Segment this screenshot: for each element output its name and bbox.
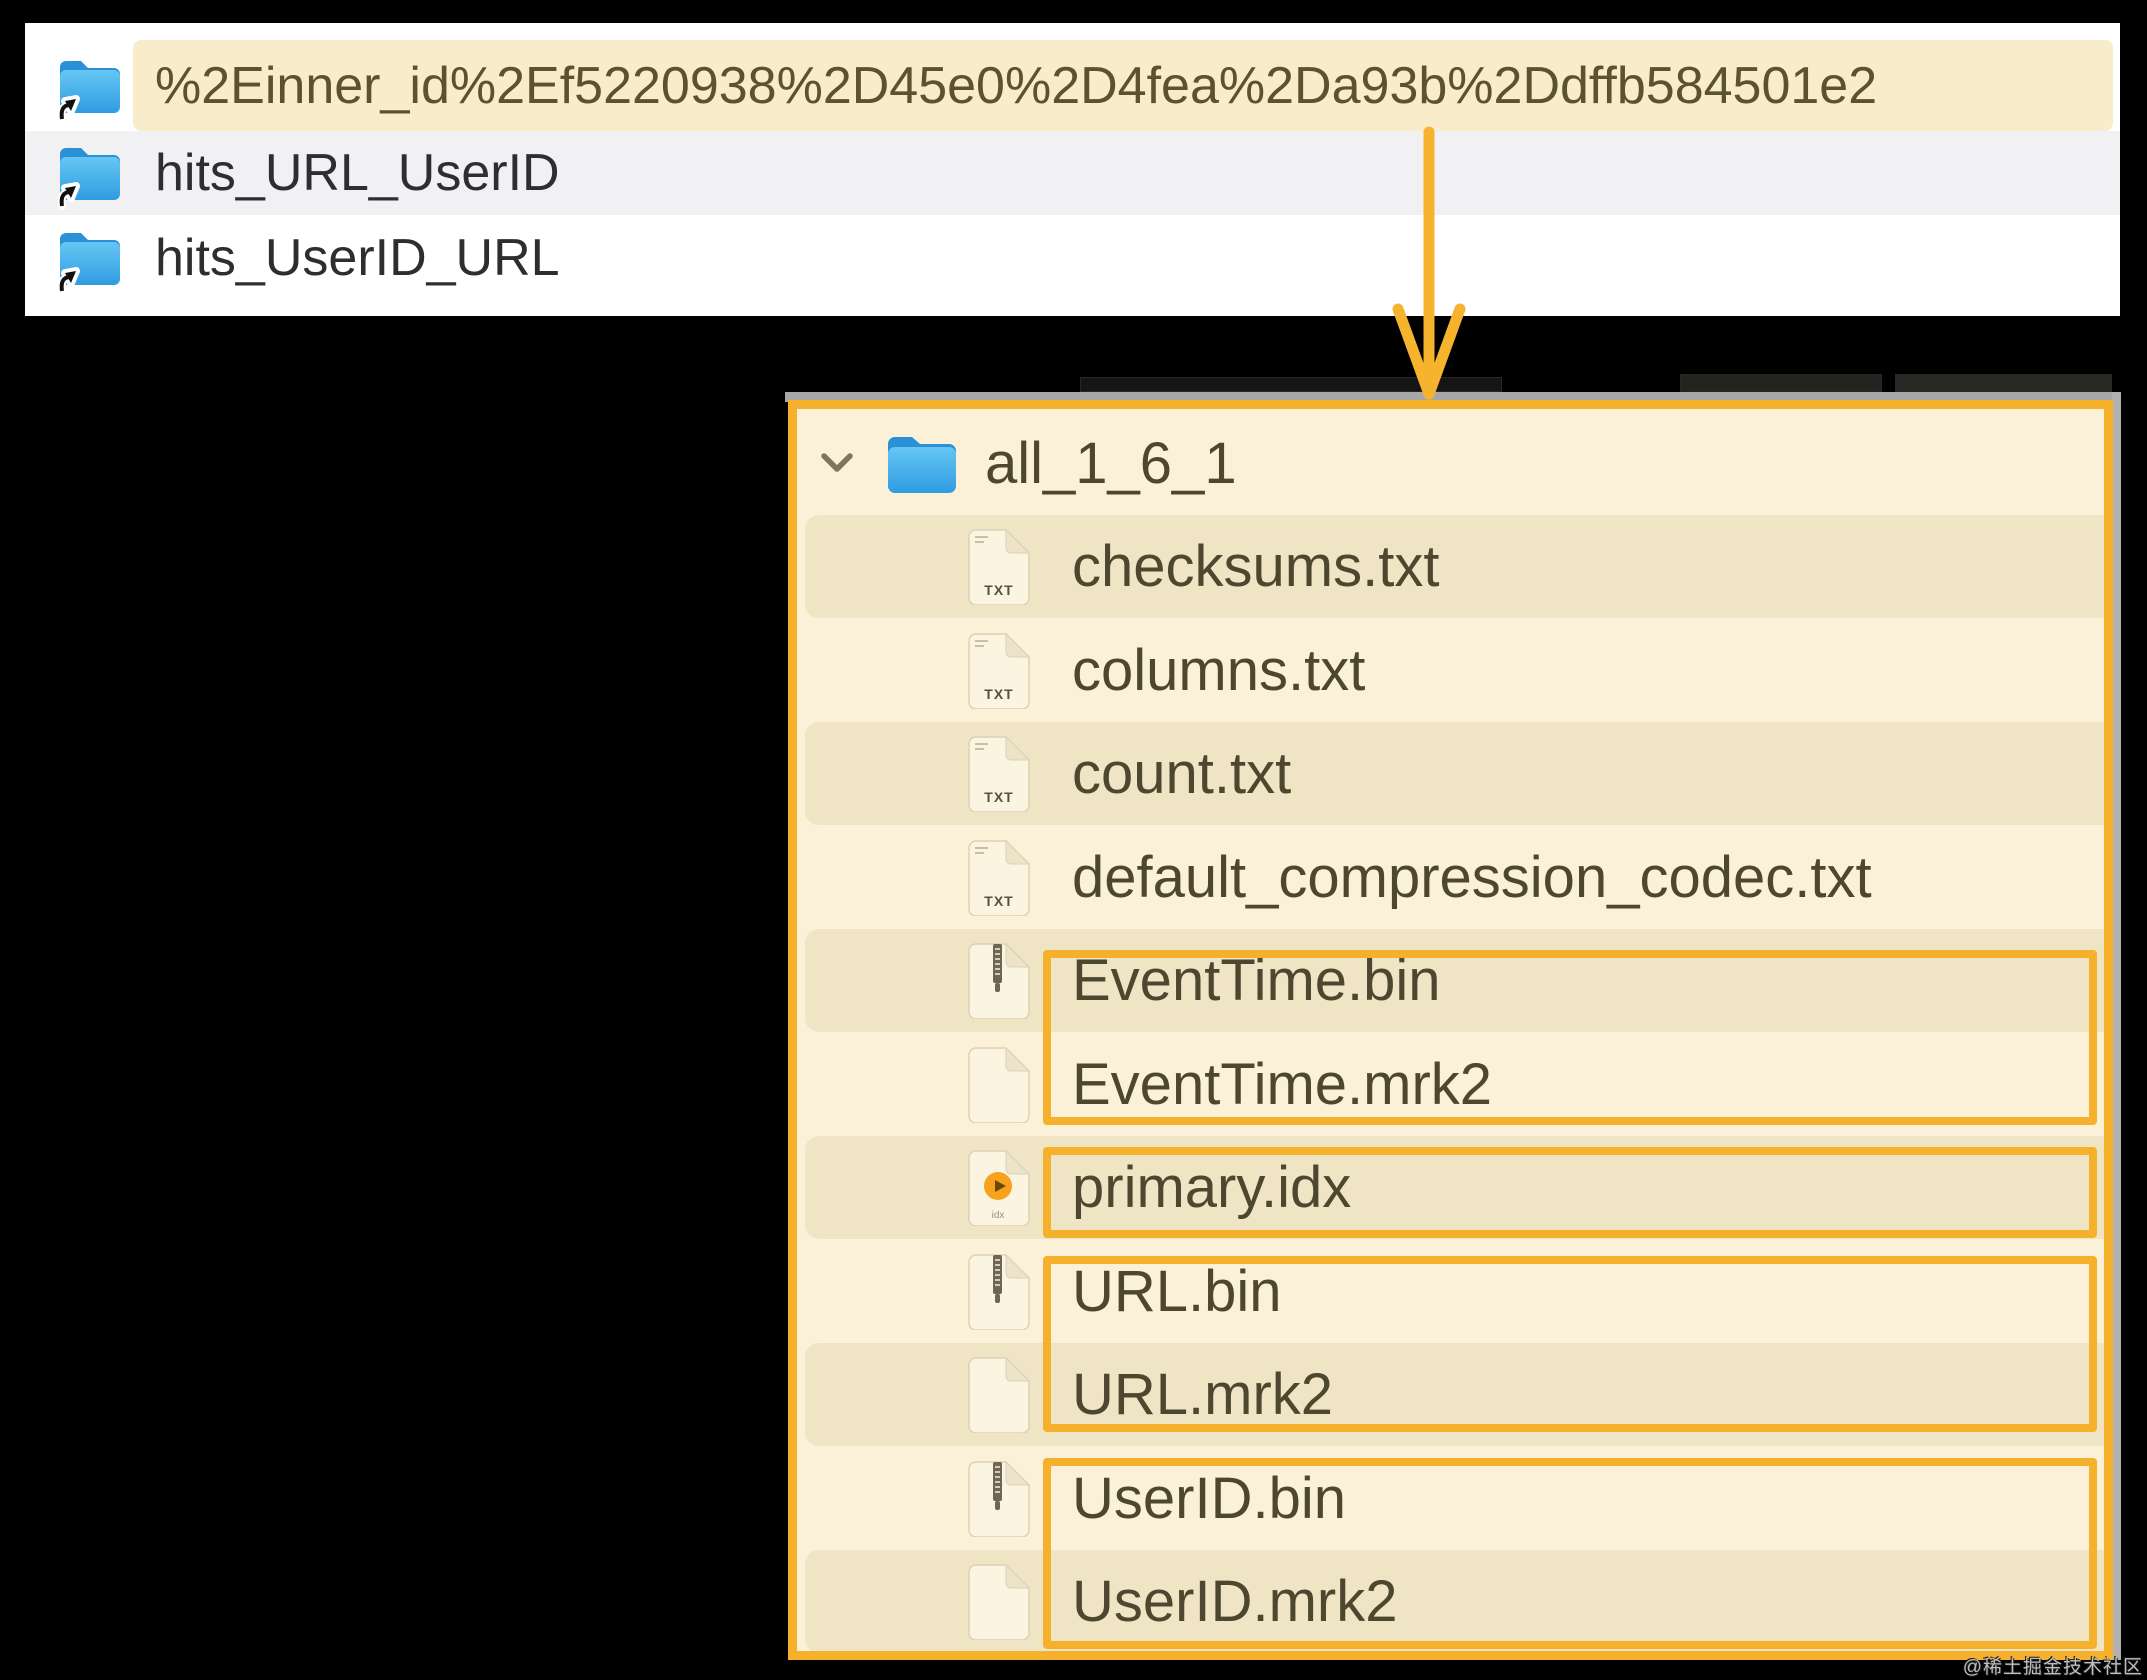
- file-row[interactable]: UserID.bin: [797, 1447, 2104, 1550]
- svg-text:TXT: TXT: [984, 686, 1013, 702]
- file-name-label: UserID.mrk2: [1072, 1569, 1398, 1634]
- file-row[interactable]: TXT columns.txt: [797, 619, 2104, 722]
- file-row[interactable]: EventTime.mrk2: [797, 1033, 2104, 1136]
- watermark: @稀土掘金技术社区: [1962, 1657, 2143, 1678]
- alias-arrow-badge: [57, 266, 80, 295]
- panel-edge: [2112, 392, 2121, 1660]
- mrk2-file-icon: [968, 1046, 1030, 1123]
- folder-name-label: all_1_6_1: [985, 431, 1237, 496]
- folder-alias-icon: [57, 227, 122, 295]
- file-row[interactable]: TXT count.txt: [797, 722, 2104, 825]
- file-row[interactable]: EventTime.bin: [797, 929, 2104, 1032]
- folder-row[interactable]: hits_UserID_URL: [25, 215, 2120, 300]
- folder-alias-icon: [57, 142, 122, 210]
- txt-file-icon: TXT: [968, 528, 1030, 605]
- file-row[interactable]: TXT default_compression_codec.txt: [797, 826, 2104, 929]
- file-name-label: EventTime.mrk2: [1072, 1052, 1493, 1117]
- svg-text:idx: idx: [992, 1210, 1005, 1221]
- file-row[interactable]: UserID.mrk2: [797, 1550, 2104, 1651]
- bin-file-icon: [968, 1460, 1030, 1537]
- file-row[interactable]: idx primary.idx: [797, 1136, 2104, 1239]
- finder-list-panel: %2Einner_id%2Ef5220938%2D45e0%2D4fea%2Da…: [25, 23, 2120, 316]
- background-artifact: [1080, 377, 1502, 392]
- background-artifact: [1680, 374, 1882, 392]
- alias-arrow-badge: [57, 94, 80, 123]
- file-name-label: URL.mrk2: [1072, 1362, 1334, 1427]
- background-artifact: [1895, 374, 2112, 392]
- file-row[interactable]: TXT checksums.txt: [797, 515, 2104, 618]
- folder-name-label: %2Einner_id%2Ef5220938%2D45e0%2D4fea%2Da…: [155, 56, 1878, 115]
- file-name-label: URL.bin: [1072, 1259, 1282, 1324]
- folder-row[interactable]: %2Einner_id%2Ef5220938%2D45e0%2D4fea%2Da…: [25, 40, 2120, 131]
- tree-root-row[interactable]: all_1_6_1: [797, 412, 2104, 515]
- folder-name-label: hits_UserID_URL: [155, 228, 560, 287]
- file-row[interactable]: URL.mrk2: [797, 1343, 2104, 1446]
- txt-file-icon: TXT: [968, 632, 1030, 709]
- folder-name-label: hits_URL_UserID: [155, 144, 560, 202]
- mrk2-file-icon: [968, 1356, 1030, 1433]
- mrk2-file-icon: [968, 1563, 1030, 1640]
- idx-file-icon: idx: [968, 1149, 1030, 1226]
- bin-file-icon: [968, 1253, 1030, 1330]
- file-name-label: EventTime.bin: [1072, 948, 1441, 1013]
- selection-highlight: %2Einner_id%2Ef5220938%2D45e0%2D4fea%2Da…: [133, 40, 2113, 131]
- file-name-label: UserID.bin: [1072, 1466, 1346, 1531]
- file-name-label: columns.txt: [1072, 638, 1366, 703]
- file-name-label: primary.idx: [1072, 1155, 1352, 1220]
- txt-file-icon: TXT: [968, 839, 1030, 916]
- svg-text:TXT: TXT: [984, 582, 1013, 598]
- file-row[interactable]: URL.bin: [797, 1240, 2104, 1343]
- folder-row[interactable]: hits_URL_UserID: [25, 131, 2120, 215]
- folder-icon: [888, 436, 956, 493]
- panel-edge: [785, 392, 2121, 402]
- down-arrow-icon: [1392, 126, 1466, 400]
- svg-text:TXT: TXT: [984, 789, 1013, 805]
- txt-file-icon: TXT: [968, 735, 1030, 812]
- folder-alias-icon: [57, 55, 122, 123]
- file-name-label: count.txt: [1072, 741, 1292, 806]
- folder-contents-panel: all_1_6_1 TXT checksums.txt TXT columns.…: [788, 400, 2113, 1660]
- chevron-down-icon[interactable]: [820, 452, 854, 476]
- alias-arrow-badge: [57, 182, 80, 210]
- svg-text:TXT: TXT: [984, 893, 1013, 909]
- file-name-label: checksums.txt: [1072, 534, 1440, 599]
- bin-file-icon: [968, 942, 1030, 1019]
- file-name-label: default_compression_codec.txt: [1072, 845, 1872, 910]
